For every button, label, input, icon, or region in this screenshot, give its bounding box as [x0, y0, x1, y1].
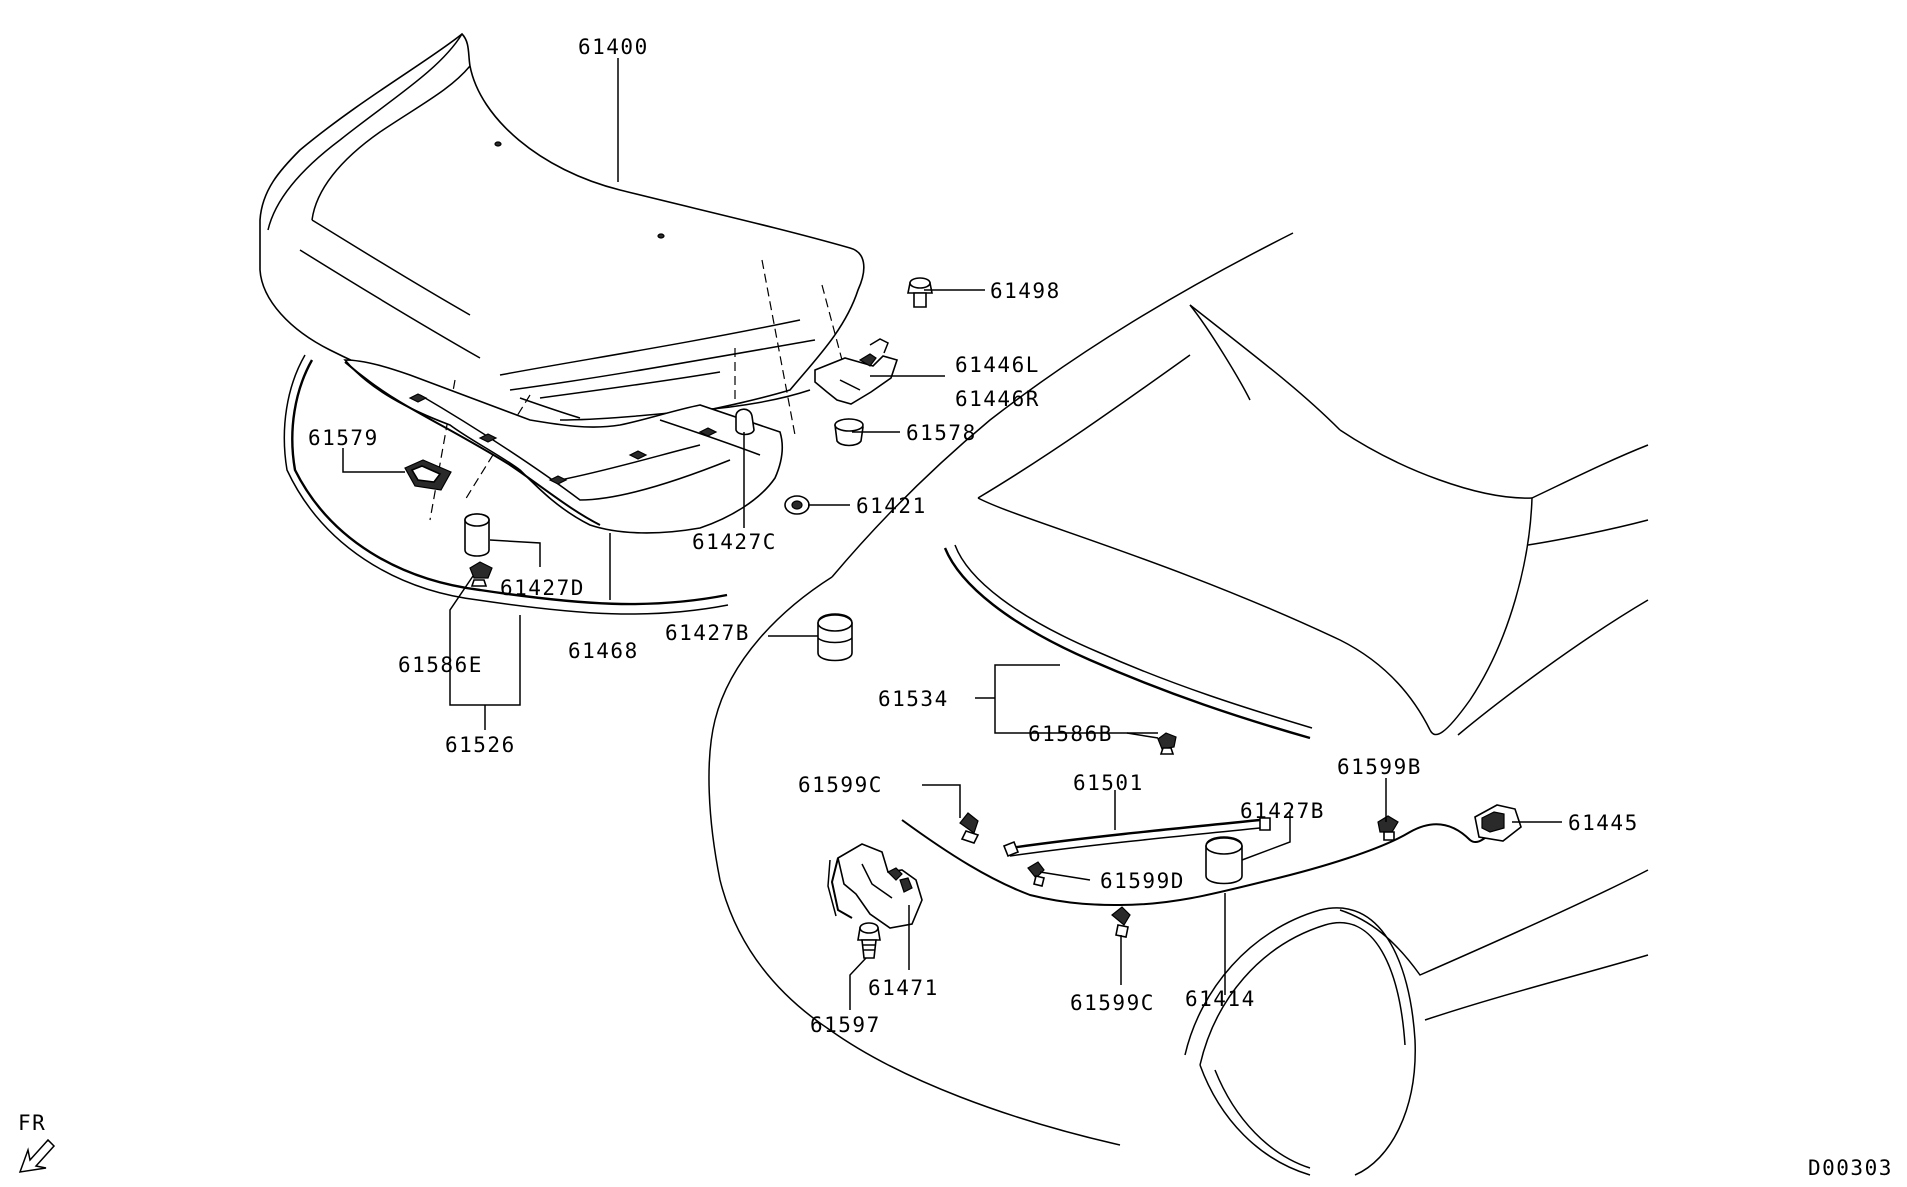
label-bracket-61579: 61579: [308, 426, 379, 450]
insulator-61468: [343, 359, 784, 534]
label-release-cable-61414: 61414: [1185, 987, 1256, 1011]
grommet-61421: [784, 495, 810, 515]
front-direction-label: FR: [18, 1111, 46, 1135]
label-insulator-61468: 61468: [568, 639, 639, 663]
label-clip-61599b: 61599B: [1337, 755, 1422, 779]
label-hinge-61446r: 61446R: [955, 387, 1040, 411]
diagram-code: D00303: [1808, 1156, 1893, 1180]
weatherstrip-61534: [943, 544, 1313, 740]
clip-61599b: [1377, 815, 1399, 841]
hinge-61446: [814, 338, 899, 405]
label-bolt-61597: 61597: [810, 1013, 881, 1037]
seal-61526: [283, 354, 729, 615]
car-body-outline: [708, 232, 1649, 1176]
release-cable-61414: [901, 819, 1501, 907]
label-clip-61586b: 61586B: [1028, 722, 1113, 746]
label-weatherstrip-61534: 61534: [878, 687, 949, 711]
label-clip-61586e: 61586E: [398, 653, 483, 677]
bumper-61427c: [735, 408, 755, 436]
clip-61599c-lower: [1111, 906, 1131, 938]
label-support-rod-61501: 61501: [1073, 771, 1144, 795]
front-arrow-icon: [18, 1138, 56, 1173]
bumper-61427b-lower: [1205, 836, 1243, 885]
label-hood-61400: 61400: [578, 35, 649, 59]
label-bumper-61427b-upper: 61427B: [665, 621, 750, 645]
label-hinge-61446l: 61446L: [955, 353, 1040, 377]
bolt-61498: [907, 277, 933, 308]
bumper-61427b-upper: [817, 613, 853, 662]
label-clip-61599c-lower: 61599C: [1070, 991, 1155, 1015]
support-rod-61501: [1002, 817, 1271, 858]
label-clip-61578: 61578: [906, 421, 977, 445]
label-clip-61599d: 61599D: [1100, 869, 1185, 893]
hood-61400: [259, 32, 865, 521]
clip-61599d: [1027, 861, 1045, 887]
latch-61471: [827, 843, 923, 929]
label-latch-61471: 61471: [868, 976, 939, 1000]
label-bolt-61498: 61498: [990, 279, 1061, 303]
label-grommet-61421: 61421: [856, 494, 927, 518]
bumper-61427d: [464, 513, 490, 557]
label-seal-61526: 61526: [445, 733, 516, 757]
leader-lines: [342, 58, 1562, 1010]
label-bumper-61427d: 61427D: [500, 576, 585, 600]
clip-61586e: [469, 561, 493, 587]
clip-61578: [834, 418, 864, 447]
clip-61586b: [1157, 732, 1177, 755]
clip-61599c-upper: [959, 812, 980, 844]
label-release-handle-61445: 61445: [1568, 811, 1639, 835]
bracket-61579: [404, 459, 452, 491]
label-clip-61599c-upper: 61599C: [798, 773, 883, 797]
release-handle-61445: [1474, 804, 1522, 842]
bolt-61597: [857, 922, 881, 959]
label-bumper-61427b-lower: 61427B: [1240, 799, 1325, 823]
front-direction-indicator: FR: [18, 1111, 56, 1173]
label-bumper-61427c: 61427C: [692, 530, 777, 554]
